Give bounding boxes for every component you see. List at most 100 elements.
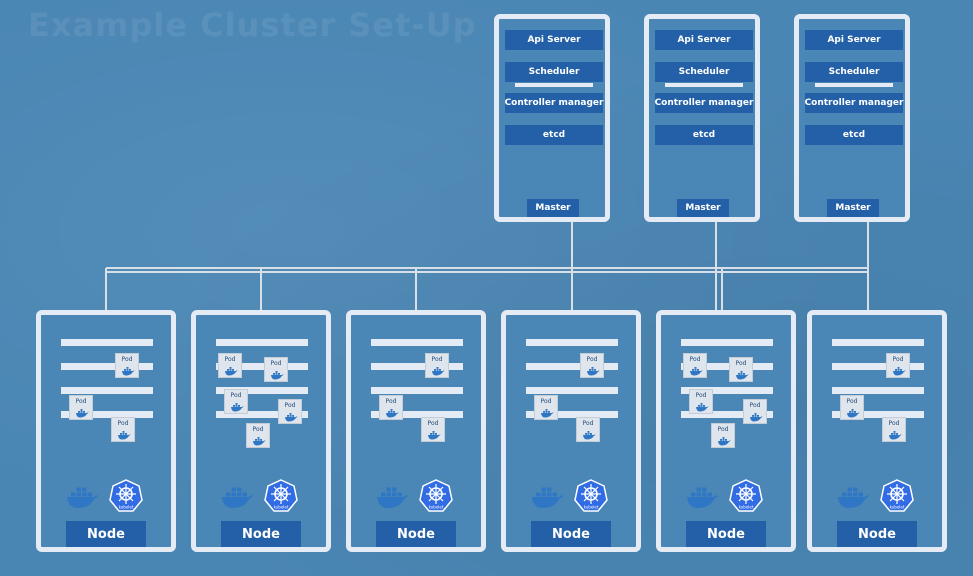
pod: Pod [743, 399, 767, 424]
worker-node-4: Pod Pod Pod kubelet Node [501, 310, 641, 552]
node-bar [61, 387, 153, 394]
node-bar [216, 411, 308, 418]
docker-whale-icon [231, 403, 244, 412]
docker-whale-icon [687, 487, 718, 508]
pod: Pod [278, 399, 302, 424]
node-bar [832, 387, 924, 394]
node-bar [681, 387, 773, 394]
master-label: Master [527, 199, 579, 217]
docker-whale-icon [253, 437, 266, 446]
docker-whale-icon [386, 409, 399, 418]
node-bar [371, 363, 463, 370]
kubelet-caption: kubelet [119, 505, 134, 510]
pod-label: Pod [284, 402, 296, 409]
pod-label: Pod [121, 356, 133, 363]
etcd-component: etcd [805, 125, 903, 145]
api-server-component: Api Server [505, 30, 603, 50]
api-server-component: Api Server [805, 30, 903, 50]
pod-label: Pod [582, 420, 594, 427]
node-bar [61, 339, 153, 346]
pod: Pod [111, 417, 135, 442]
kubelet-caption: kubelet [429, 505, 444, 510]
docker-whale-icon [225, 367, 238, 376]
pod: Pod [218, 353, 242, 378]
pod: Pod [425, 353, 449, 378]
node-bar [526, 363, 618, 370]
pod-label: Pod [385, 398, 397, 405]
kubelet-caption: kubelet [890, 505, 905, 510]
node-bar [681, 339, 773, 346]
master-label: Master [677, 199, 729, 217]
pod-label: Pod [717, 426, 729, 433]
pod: Pod [576, 417, 600, 442]
pod: Pod [882, 417, 906, 442]
worker-node-3: Pod Pod Pod kubelet Node [346, 310, 486, 552]
master-server-2: Api Server Scheduler Controller manager … [644, 14, 760, 222]
kubelet-helm-icon: kubelet [729, 479, 763, 512]
docker-whale-icon [271, 371, 284, 380]
pod: Pod [580, 353, 604, 378]
pod: Pod [711, 423, 735, 448]
docker-whale-icon [67, 487, 98, 508]
pod-label: Pod [892, 356, 904, 363]
etcd-component: etcd [505, 125, 603, 145]
pod-label: Pod [431, 356, 443, 363]
node-bar [832, 411, 924, 418]
pod-label: Pod [888, 420, 900, 427]
docker-whale-icon [583, 431, 596, 440]
pod-label: Pod [224, 356, 236, 363]
node-label: Node [837, 521, 917, 547]
pod-label: Pod [230, 392, 242, 399]
docker-whale-icon [377, 487, 408, 508]
node-bar [526, 411, 618, 418]
scheduler-underline [665, 83, 743, 87]
docker-whale-icon [838, 487, 869, 508]
docker-whale-icon [690, 367, 703, 376]
kubelet-caption: kubelet [739, 505, 754, 510]
controller-manager-component: Controller manager [505, 93, 603, 113]
docker-whale-icon [587, 367, 600, 376]
api-server-component: Api Server [655, 30, 753, 50]
node-bar [216, 387, 308, 394]
node-bar [526, 387, 618, 394]
scheduler-underline [815, 83, 893, 87]
pod: Pod [689, 389, 713, 414]
pod-label: Pod [540, 398, 552, 405]
pod-label: Pod [846, 398, 858, 405]
kubelet-helm-icon: kubelet [574, 479, 608, 512]
docker-whale-icon [76, 409, 89, 418]
node-bar [832, 363, 924, 370]
node-label: Node [376, 521, 456, 547]
pod: Pod [264, 357, 288, 382]
docker-whale-icon [696, 403, 709, 412]
docker-whale-icon [541, 409, 554, 418]
kubelet-caption: kubelet [584, 505, 599, 510]
pod: Pod [246, 423, 270, 448]
node-bar [371, 387, 463, 394]
pod: Pod [224, 389, 248, 414]
kubelet-caption: kubelet [274, 505, 289, 510]
docker-whale-icon [428, 431, 441, 440]
node-bar [526, 339, 618, 346]
pod-label: Pod [695, 392, 707, 399]
docker-whale-icon [889, 431, 902, 440]
master-server-1: Api Server Scheduler Controller manager … [494, 14, 610, 222]
node-bar [61, 363, 153, 370]
pod-label: Pod [270, 360, 282, 367]
pod-label: Pod [252, 426, 264, 433]
pod-label: Pod [427, 420, 439, 427]
node-label: Node [686, 521, 766, 547]
kubelet-helm-icon: kubelet [264, 479, 298, 512]
docker-whale-icon [432, 367, 445, 376]
master-server-3: Api Server Scheduler Controller manager … [794, 14, 910, 222]
scheduler-underline [515, 83, 593, 87]
node-bar [832, 339, 924, 346]
node-bar [216, 363, 308, 370]
pod-label: Pod [586, 356, 598, 363]
node-label: Node [66, 521, 146, 547]
scheduler-component: Scheduler [655, 62, 753, 82]
node-bar [371, 339, 463, 346]
docker-whale-icon [847, 409, 860, 418]
docker-whale-icon [893, 367, 906, 376]
